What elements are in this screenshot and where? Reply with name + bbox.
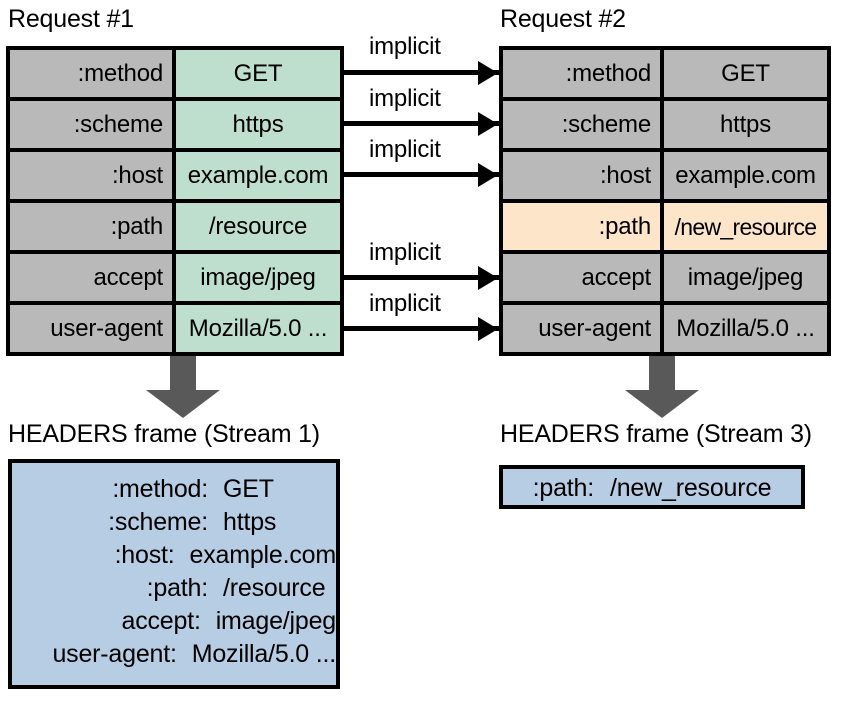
table-row: :host example.com	[10, 152, 340, 203]
header-name-cell: user-agent	[503, 305, 664, 352]
header-value-cell: https	[664, 101, 827, 148]
header-value-cell: https	[176, 101, 340, 148]
implicit-arrow-shaft	[343, 172, 500, 177]
table-row: :scheme https	[503, 101, 827, 152]
header-name-cell: user-agent	[10, 305, 176, 352]
header-name-cell: :method	[503, 50, 664, 97]
header-name-cell: accept	[10, 254, 176, 301]
request2-header-table: :method GET :scheme https :host example.…	[499, 46, 831, 356]
headers-frame-stream3: :path: /new_resource	[499, 465, 805, 509]
implicit-arrow-shaft	[343, 70, 500, 75]
frame-header-value: example.com	[189, 541, 337, 569]
frame-line: user-agent: Mozilla/5.0 ...	[12, 638, 336, 671]
frame-header-name: accept:	[121, 607, 201, 635]
headers-frame-stream1: :method: GET :scheme: https :host: examp…	[8, 459, 340, 689]
frame-header-name: user-agent:	[52, 640, 177, 668]
header-name-cell: :host	[10, 152, 176, 199]
frame-header-value: /resource	[223, 574, 326, 602]
table-row-changed: :path /new_resource	[503, 203, 827, 254]
frame-header-value: /new_resource	[609, 474, 772, 502]
arrow-head	[625, 390, 699, 418]
arrow-head-icon	[478, 163, 498, 187]
table-row: :method GET	[503, 50, 827, 101]
header-name-cell: :scheme	[10, 101, 176, 148]
header-name-cell: :method	[10, 50, 176, 97]
arrow-head	[146, 390, 220, 418]
frame-header-name: :host:	[114, 541, 175, 569]
frame-header-value: image/jpeg	[215, 607, 337, 635]
header-value-cell: image/jpeg	[176, 254, 340, 301]
implicit-label: implicit	[369, 85, 441, 112]
header-value-cell: GET	[176, 50, 340, 97]
header-value-cell: example.com	[176, 152, 340, 199]
frame-line: accept: image/jpeg	[12, 605, 336, 638]
header-name-cell: :path	[503, 203, 664, 250]
header-value-cell: Mozilla/5.0 ...	[664, 305, 827, 352]
arrow-head-icon	[478, 317, 498, 341]
request1-header-table: :method GET :scheme https :host example.…	[6, 46, 344, 356]
header-value-cell: GET	[664, 50, 827, 97]
frame1-title: HEADERS frame (Stream 1)	[8, 420, 320, 448]
down-arrow-icon-stream1	[146, 356, 220, 418]
header-name-cell: accept	[503, 254, 664, 301]
request1-title: Request #1	[8, 5, 134, 33]
request2-title: Request #2	[500, 5, 626, 33]
implicit-label: implicit	[369, 290, 441, 317]
header-value-cell: /new_resource	[664, 203, 827, 250]
frame-line-list: :path: /new_resource	[503, 469, 801, 505]
implicit-label: implicit	[369, 136, 441, 163]
table-row: :scheme https	[10, 101, 340, 152]
arrow-head-icon	[478, 112, 498, 136]
implicit-arrow-shaft	[343, 275, 500, 280]
frame2-title: HEADERS frame (Stream 3)	[500, 420, 812, 448]
implicit-arrow-shaft	[343, 121, 500, 126]
frame-header-value: Mozilla/5.0 ...	[191, 640, 336, 668]
frame-line: :host: example.com	[12, 539, 337, 572]
table-row: :method GET	[10, 50, 340, 101]
arrow-head-icon	[478, 266, 498, 290]
frame-line: :method: GET	[12, 473, 336, 506]
frame-line: :scheme: https	[12, 506, 336, 539]
frame-header-name: :path:	[146, 574, 209, 602]
implicit-arrow-shaft	[343, 326, 500, 331]
table-row: user-agent Mozilla/5.0 ...	[503, 305, 827, 352]
header-value-cell: example.com	[664, 152, 827, 199]
frame-header-name: :path:	[532, 474, 595, 502]
frame-line: :path: /resource	[12, 572, 336, 605]
frame-line: :path: /new_resource	[533, 472, 772, 505]
header-value-cell: /resource	[176, 203, 340, 250]
frame-header-name: :method:	[112, 475, 208, 503]
frame-header-value: https	[223, 508, 277, 536]
frame-line-list: :method: GET :scheme: https :host: examp…	[12, 463, 336, 671]
implicit-label: implicit	[369, 33, 441, 60]
arrow-shaft	[649, 356, 675, 392]
implicit-label: implicit	[369, 239, 441, 266]
down-arrow-icon-stream3	[625, 356, 699, 418]
header-name-cell: :path	[10, 203, 176, 250]
table-row: accept image/jpeg	[503, 254, 827, 305]
table-row: accept image/jpeg	[10, 254, 340, 305]
table-row: user-agent Mozilla/5.0 ...	[10, 305, 340, 352]
header-value-cell: image/jpeg	[664, 254, 827, 301]
header-value-cell: Mozilla/5.0 ...	[176, 305, 340, 352]
header-name-cell: :host	[503, 152, 664, 199]
table-row: :path /resource	[10, 203, 340, 254]
arrow-head-icon	[478, 61, 498, 85]
table-row: :host example.com	[503, 152, 827, 203]
header-name-cell: :scheme	[503, 101, 664, 148]
frame-header-name: :scheme:	[108, 508, 208, 536]
frame-header-value: GET	[223, 475, 274, 503]
arrow-shaft	[170, 356, 196, 392]
